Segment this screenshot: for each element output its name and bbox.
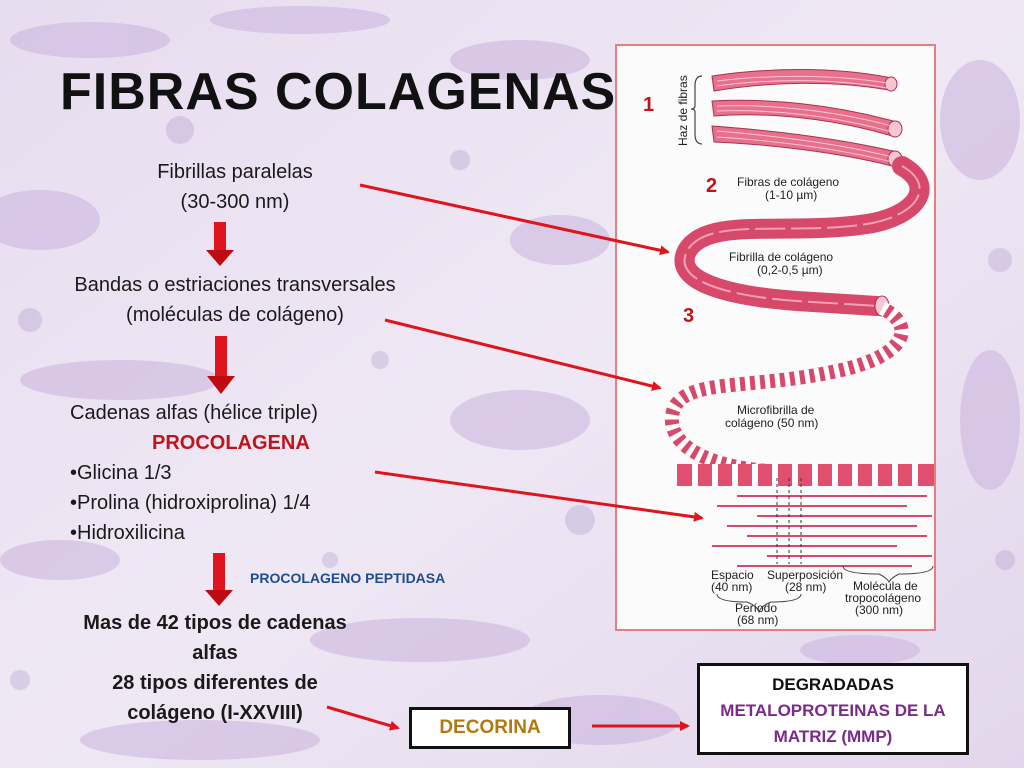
espacio-label-2: (40 nm) [711,580,752,594]
step4-text: Mas de 42 tipos de cadenas alfas 28 tipo… [50,608,380,728]
list-item: •Prolina (hidroxiprolina) 1/4 [70,492,311,514]
number-1: 1 [643,94,655,116]
step1-line2: (30-300 nm) [180,191,290,213]
degradadas-box: DEGRADADAS METALOPROTEINAS DE LA MATRIZ … [697,663,969,755]
molecula-label-2: tropocolágeno [845,591,921,605]
collagen-structure-diagram: Haz de fibras Fibras [615,44,937,631]
list-item: •Glicina 1/3 [70,462,172,484]
molecula-label-1: Molécula de [853,579,918,593]
down-arrow-2 [207,336,235,394]
list-item: •Hidroxilicina [70,522,185,544]
diagram-svg: Haz de fibras Fibras [664,69,937,627]
fibras-label-1: Fibras de colágeno [737,175,839,189]
step2-line1: Bandas o estriaciones transversales [74,274,396,296]
molecula-label-3: (300 nm) [855,603,903,617]
arrow-to-microfibril [384,318,662,391]
step4-line2: alfas [192,642,238,664]
microfibrilla-label-2: colágeno (50 nm) [725,416,818,430]
down-arrow-3 [205,553,233,606]
arrow-to-decorina [326,705,400,731]
superposicion-label-1: Superposición [767,568,843,582]
arrow-to-molecules [374,470,704,522]
step4-line1: Mas de 42 tipos de cadenas [83,612,347,634]
step1-line1: Fibrillas paralelas [157,161,313,183]
step2-line2: (moléculas de colágeno) [126,304,344,326]
step4-line3: 28 tipos diferentes de [112,672,318,694]
number-3: 3 [683,305,695,327]
step3-text: Cadenas alfas (hélice triple) PROCOLAGEN… [70,398,400,548]
page-title: FIBRAS COLAGENAS [60,63,617,121]
periodo-label-2: (68 nm) [737,613,778,627]
espacio-label-1: Espacio [711,568,754,582]
bundle-label: Haz de fibras [676,75,690,146]
arrow-to-fibril [359,183,670,256]
superposicion-label-2: (28 nm) [785,580,826,594]
tropocollagen-lines [712,495,932,567]
mmp-line1: METALOPROTEINAS DE LA [720,701,946,720]
step2-text: Bandas o estriaciones transversales (mol… [40,270,430,330]
down-arrow-1 [206,222,234,266]
fibras-label-2: (1-10 µm) [765,188,817,202]
periodo-label-1: Período [735,601,777,615]
enzyme-label: PROCOLAGENO PEPTIDASA [250,570,446,586]
microfibrilla-label-1: Microfibrilla de [737,403,815,417]
degradadas-label: DEGRADADAS [772,675,894,694]
step1-text: Fibrillas paralelas (30-300 nm) [120,157,350,217]
step3-line: Cadenas alfas (hélice triple) [70,402,318,424]
amino-list: •Glicina 1/3 •Prolina (hidroxiprolina) 1… [70,458,400,548]
fibrilla-label-2: (0,2-0,5 µm) [757,263,823,277]
mmp-line2: MATRIZ (MMP) [773,727,893,746]
fibrilla-label-1: Fibrilla de colágeno [729,250,833,264]
banded-strip [677,464,934,486]
procolagena-label: PROCOLAGENA [152,432,310,454]
number-2: 2 [706,175,718,197]
decorina-box: DECORINA [409,707,571,749]
step4-line4: colágeno (I-XXVIII) [127,702,303,724]
